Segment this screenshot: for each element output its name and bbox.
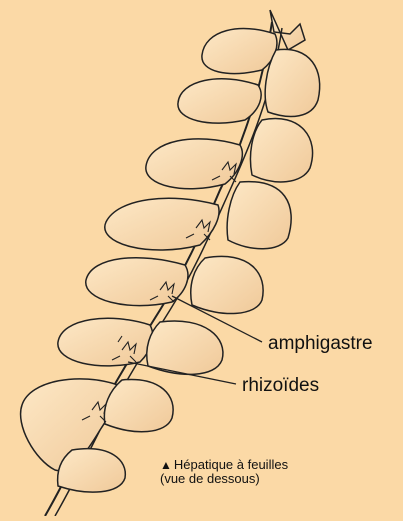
leaf-right-3 — [227, 182, 291, 249]
leaf-right-4 — [191, 256, 263, 313]
leaf-left-3 — [146, 139, 242, 189]
leaf-left-5 — [86, 258, 188, 306]
label-rhizoides: rhizoïdes — [242, 376, 319, 395]
figure-caption: ▲Hépatique à feuilles (vue de dessous) — [160, 458, 288, 486]
leaf-left-4 — [105, 198, 219, 250]
leaf-right-1 — [265, 49, 320, 116]
leaf-right-5 — [147, 321, 223, 374]
leaf-right-6 — [104, 379, 173, 431]
leaf-right-2 — [250, 119, 312, 182]
leaf-left-2 — [178, 79, 261, 123]
caption-line-2: (vue de dessous) — [160, 472, 288, 486]
leaf-right-7 — [58, 449, 126, 492]
triangle-marker-icon: ▲ — [160, 458, 172, 472]
leaf-left-6 — [58, 318, 153, 366]
caption-line-1: Hépatique à feuilles — [174, 457, 288, 472]
label-amphigastre: amphigastre — [268, 334, 373, 353]
leaf-left-1 — [202, 29, 277, 74]
